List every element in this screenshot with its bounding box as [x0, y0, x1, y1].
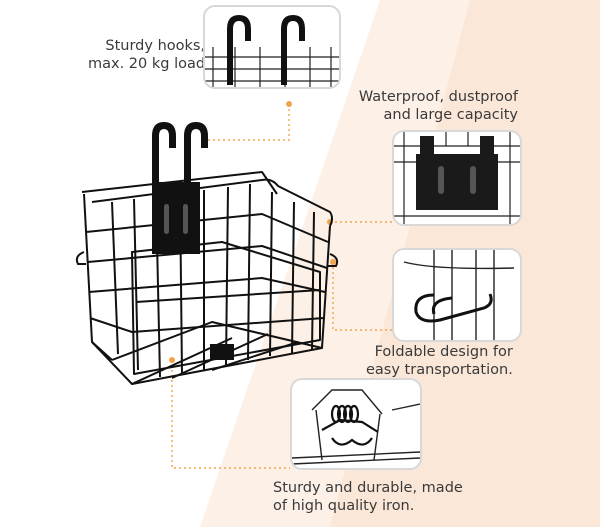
- spring-closeup-icon: [292, 389, 420, 465]
- caption-hooks: Sturdy hooks, max. 20 kg load: [88, 37, 205, 73]
- caption-foldable: Foldable design for easy transportation.: [366, 343, 513, 379]
- panel-closeup-icon: [394, 132, 520, 224]
- caption-waterproof: Waterproof, dustproof and large capacity: [359, 88, 518, 124]
- caption-hooks-line2: max. 20 kg load: [88, 56, 206, 72]
- caption-waterproof-line1: Waterproof, dustproof: [358, 89, 518, 105]
- detail-spring-image: [290, 378, 422, 470]
- hooks-closeup-icon: [205, 15, 339, 87]
- caption-iron: Sturdy and durable, made of high quality…: [273, 479, 463, 515]
- caption-foldable-line1: Foldable design for: [374, 344, 513, 360]
- iron-marker-dot: [169, 357, 175, 363]
- caption-foldable-line2: easy transportation.: [366, 362, 513, 378]
- caption-iron-line2: of high quality iron.: [273, 498, 415, 514]
- hooks-marker-dot: [286, 101, 292, 107]
- detail-panel-image: [392, 130, 522, 226]
- basket-icon: [75, 122, 339, 385]
- fold-latch-icon: [403, 250, 515, 340]
- fold-marker-dot: [330, 259, 336, 265]
- detail-fold-image: [392, 248, 522, 342]
- caption-waterproof-line2: and large capacity: [383, 107, 518, 123]
- basket-main-image: [72, 122, 347, 402]
- detail-hooks-image: [203, 5, 341, 89]
- caption-hooks-line1: Sturdy hooks,: [105, 38, 206, 54]
- caption-iron-line1: Sturdy and durable, made: [273, 480, 463, 496]
